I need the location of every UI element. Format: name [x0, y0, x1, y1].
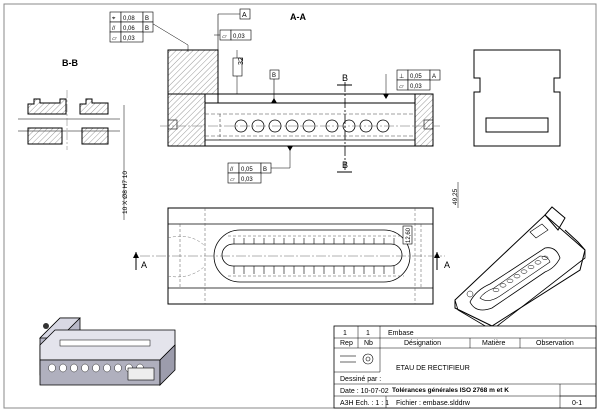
- gdt-r-val-1: 0,03: [410, 84, 422, 90]
- gdt-tl-sym-1: //: [112, 26, 116, 32]
- dim-32: 32: [238, 57, 245, 65]
- gdt-r-val-0: 0,05: [410, 74, 422, 80]
- gdt-tl-sym-0: ⌖: [112, 16, 116, 22]
- svg-text:▱: ▱: [222, 34, 227, 40]
- dim-1260: 12,60: [406, 227, 412, 243]
- gdt-b-val-0: 0,05: [241, 167, 253, 173]
- end-view: [473, 49, 561, 147]
- tb-tolerances: Tolérances générales ISO 2768 m et K: [392, 387, 509, 394]
- datum-b-label: B: [272, 73, 276, 79]
- dim-4925: 49,25: [452, 188, 459, 205]
- cut-line-bb: B B: [337, 73, 352, 173]
- cut-b-bottom: B: [342, 160, 348, 170]
- gdt-frame-right: ⊥ 0,05 A ▱ 0,03: [383, 69, 441, 99]
- sheet-border: [3, 3, 597, 409]
- dim-holes: 10 X Ø8 H7 10: [122, 171, 129, 214]
- tb-scale: A3H Ech. : 1 : 1: [340, 400, 389, 407]
- gdt-tl-ref-0: B: [145, 16, 149, 22]
- tb-title: ETAU DE RECTIFIEUR: [396, 365, 470, 372]
- tb-file: Fichier : embase.slddrw: [396, 400, 471, 407]
- title-block: 1 1 Embase Rep Nb Désignation Matière Ob…: [333, 325, 597, 409]
- tb-date: Date : 10-07-02: [340, 388, 389, 395]
- section-bb-label: B-B: [62, 58, 78, 68]
- tb-sheet: 0-1: [572, 400, 582, 407]
- section-bb-view: B-B 10 X Ø8 H7 10: [18, 58, 129, 220]
- tb-header-observation: Observation: [536, 340, 574, 347]
- section-aa-view: A-A 32 B: [160, 8, 440, 147]
- tb-header-matiere: Matière: [482, 340, 505, 347]
- gdt-b-sym-0: //: [230, 167, 234, 173]
- cut-a-left: A: [141, 260, 147, 270]
- projection-symbol-icon: [340, 353, 374, 365]
- cut-line-aa: A A: [133, 252, 450, 270]
- gdt-tl-val-1: 0,06: [123, 26, 135, 32]
- gdt-frame-bottom: // 0,05 B ▱ 0,03: [227, 146, 293, 184]
- tb-header-nb: Nb: [364, 340, 373, 347]
- gdt-r-sym-1: ▱: [399, 84, 404, 90]
- cut-b-top: B: [342, 73, 348, 83]
- flat-003: 0,03: [233, 34, 245, 40]
- isometric-view: [454, 206, 586, 331]
- gdt-b-sym-1: ▱: [230, 177, 235, 183]
- gdt-r-ref-0: A: [432, 74, 436, 80]
- tb-header-designation: Désignation: [404, 340, 441, 347]
- gdt-tl-val-0: 0,08: [123, 16, 135, 22]
- tb-rep-value: 1: [343, 330, 347, 337]
- gdt-tl-val-2: 0,03: [123, 36, 135, 42]
- cut-a-right: A: [444, 260, 450, 270]
- top-plan-view: 12,60 49,25: [140, 182, 459, 305]
- gdt-b-val-1: 0,03: [241, 177, 253, 183]
- datum-a-top: A: [242, 12, 247, 19]
- gdt-b-ref-0: B: [263, 167, 267, 173]
- gdt-r-sym-0: ⊥: [399, 73, 404, 80]
- gdt-tl-sym-2: ▱: [112, 36, 117, 42]
- tb-nb-value: 1: [366, 330, 370, 337]
- tb-header-rep: Rep: [340, 340, 353, 347]
- gdt-tl-ref-1: B: [145, 26, 149, 32]
- tb-dessine-par: Dessiné par :: [340, 376, 381, 383]
- section-aa-label: A-A: [290, 12, 306, 22]
- small-3d-view: [39, 317, 176, 386]
- tb-designation-value: Embase: [388, 330, 414, 337]
